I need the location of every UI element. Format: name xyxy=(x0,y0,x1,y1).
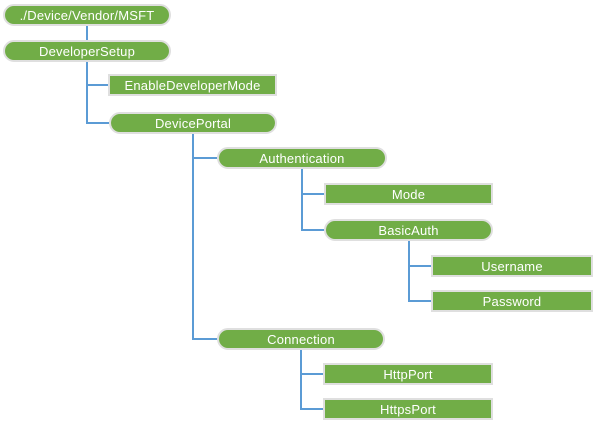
connector-line xyxy=(86,84,108,86)
connector-line xyxy=(300,408,323,410)
tree-node-authentication: Authentication xyxy=(217,147,387,169)
tree-node-device-portal: DevicePortal xyxy=(109,112,277,134)
tree-node-mode: Mode xyxy=(324,183,493,205)
connector-line xyxy=(301,169,303,231)
tree-node-connection: Connection xyxy=(217,328,385,350)
connector-line xyxy=(408,241,410,302)
connector-line xyxy=(300,350,302,410)
tree-node-msft-root: ./Device/Vendor/MSFT xyxy=(3,4,171,26)
connector-line xyxy=(192,157,217,159)
tree-node-https-port: HttpsPort xyxy=(323,398,493,420)
tree-node-http-port: HttpPort xyxy=(323,363,493,385)
tree-node-basic-auth: BasicAuth xyxy=(324,219,493,241)
connector-line xyxy=(301,193,324,195)
tree-node-password: Password xyxy=(431,290,593,312)
connector-line xyxy=(192,134,194,340)
connector-line xyxy=(192,338,217,340)
connector-line xyxy=(300,373,323,375)
connector-line xyxy=(86,122,109,124)
connector-line xyxy=(408,300,431,302)
connector-line xyxy=(301,229,324,231)
tree-node-enable-developer-mode: EnableDeveloperMode xyxy=(108,74,277,96)
connector-line xyxy=(408,265,431,267)
tree-node-developer-setup: DeveloperSetup xyxy=(3,40,171,62)
tree-node-username: Username xyxy=(431,255,593,277)
connector-line xyxy=(86,62,88,124)
connector-line xyxy=(86,26,88,40)
